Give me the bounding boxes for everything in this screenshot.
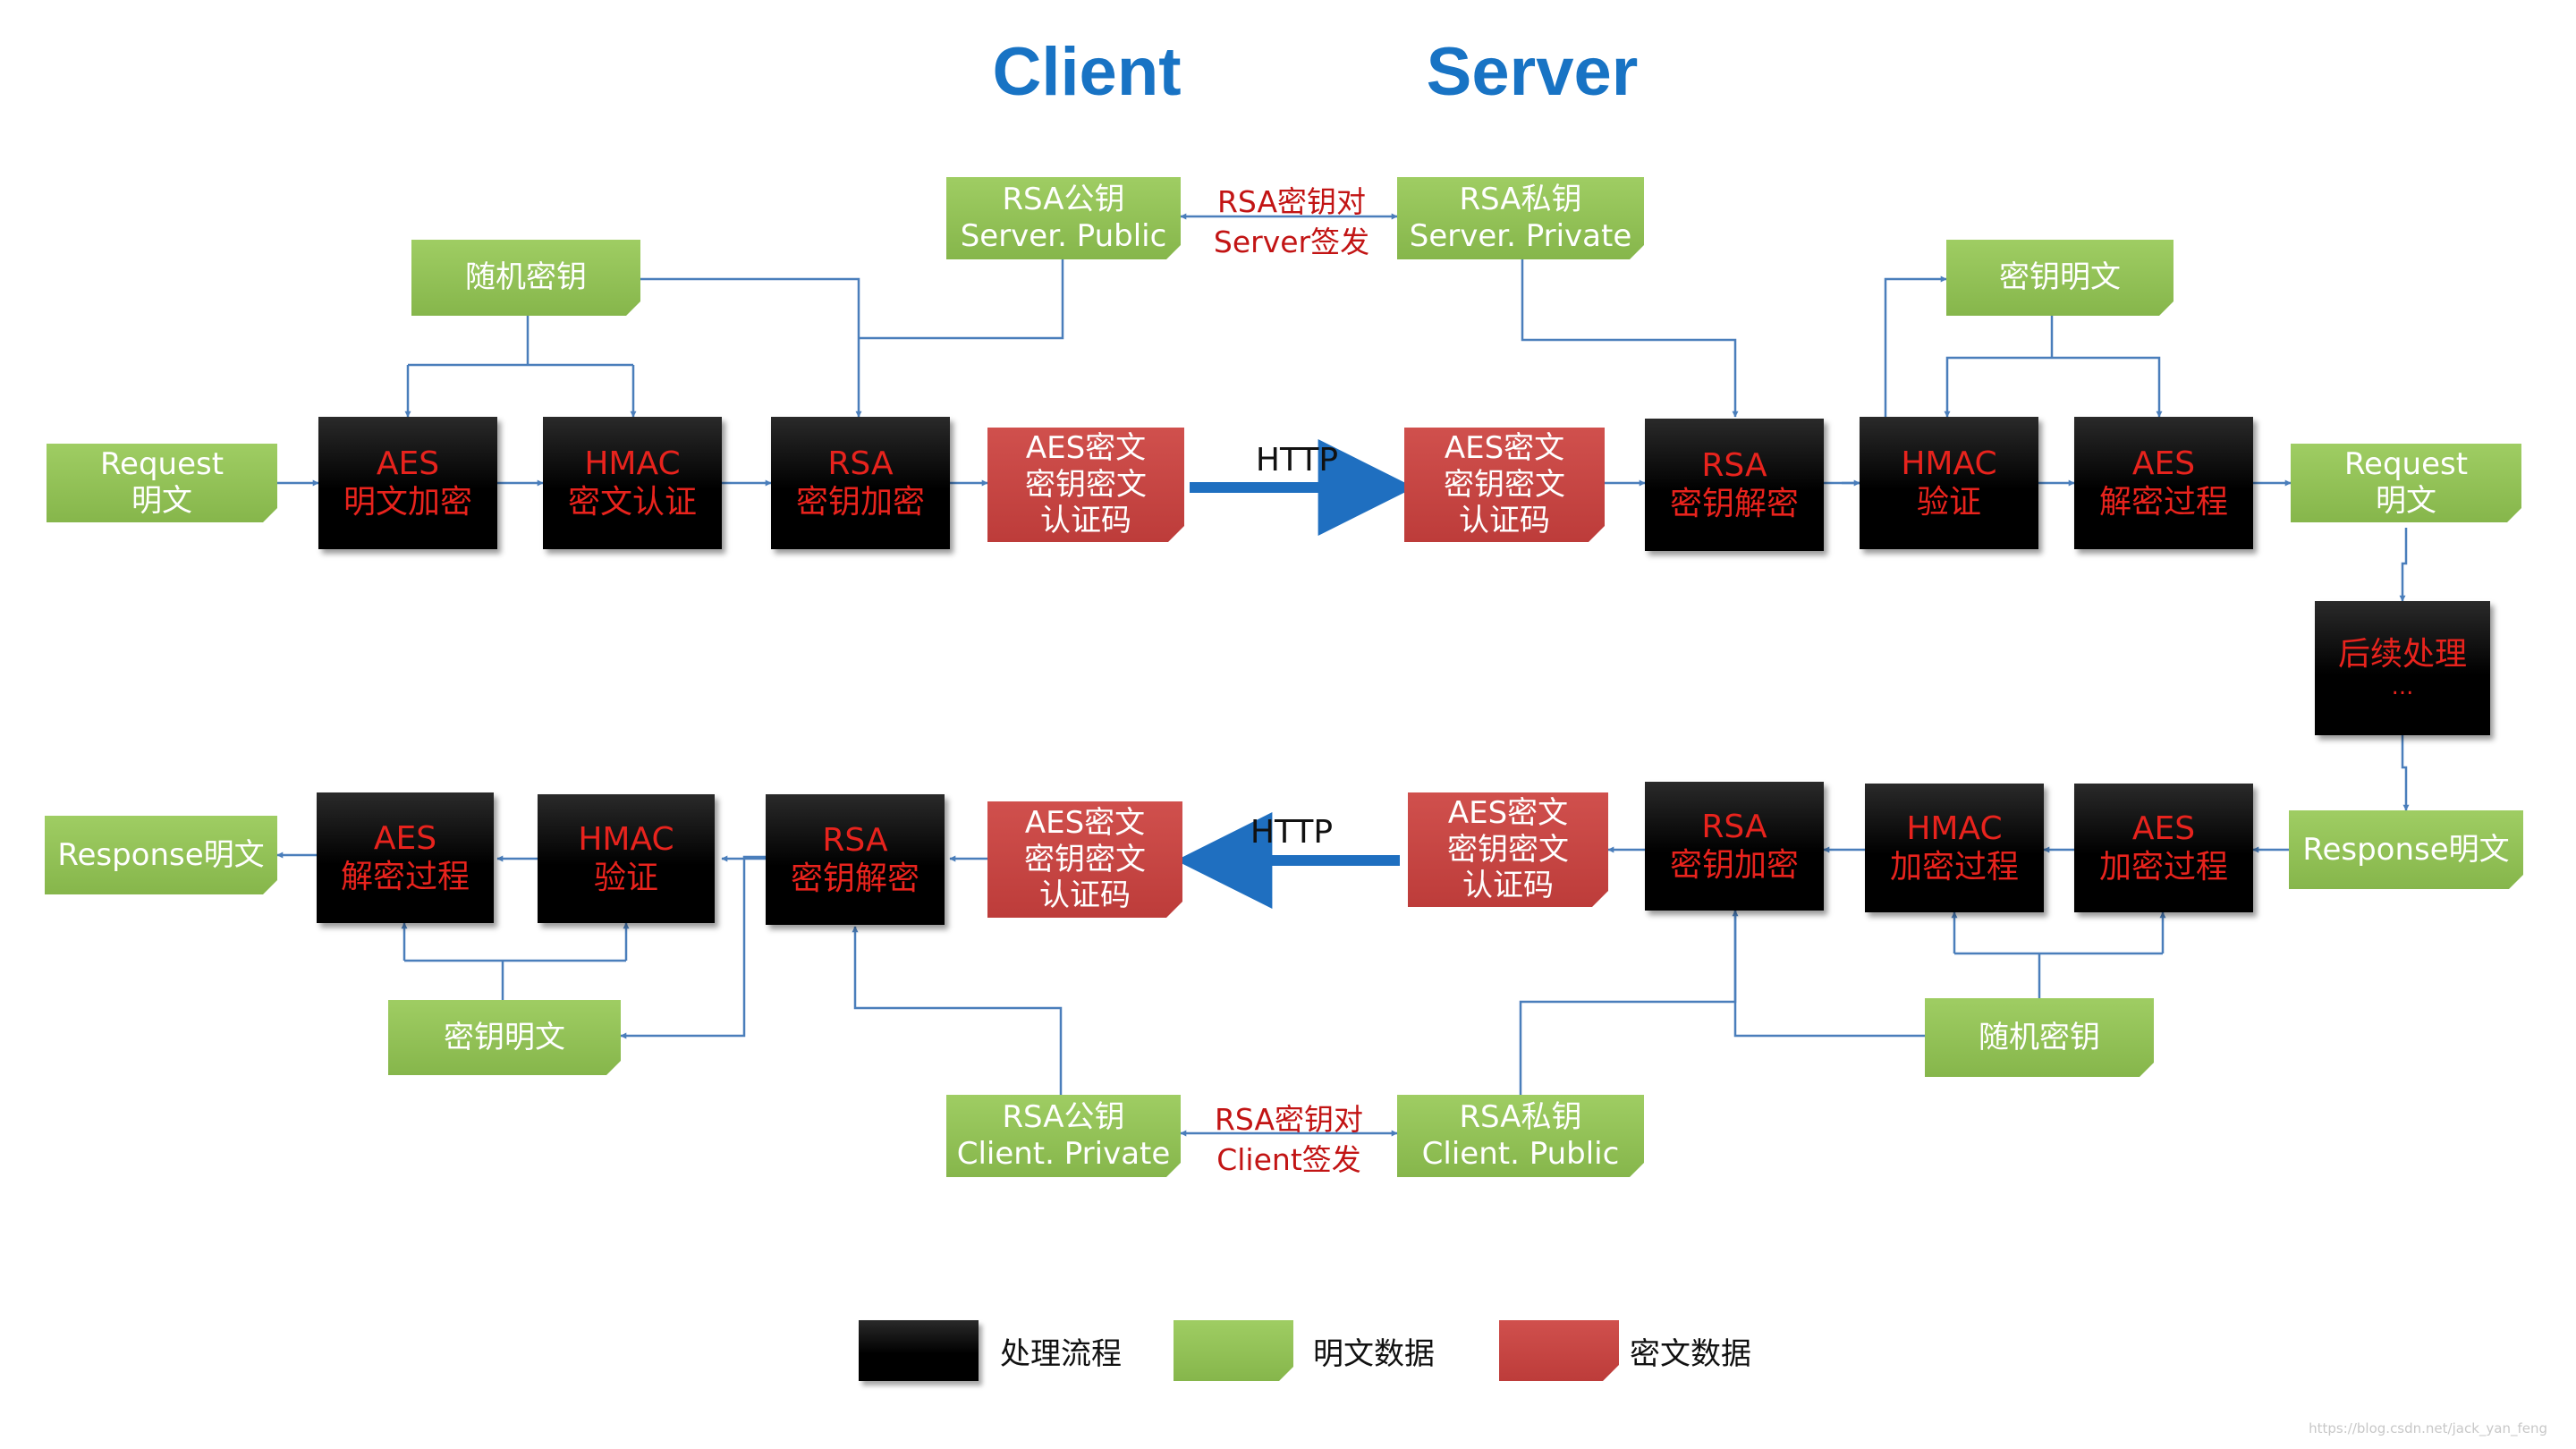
server-heading: Server [1426,33,1639,110]
legend-plain-swatch [1174,1320,1293,1381]
watermark: https://blog.csdn.net/jack_yan_feng [2309,1420,2547,1436]
arrow-key-plain-to-hmac [1944,356,2052,418]
response-plaintext-box: Response明文 [2289,810,2523,889]
line-server-public-to-rsa [859,259,1064,340]
http-label-response: HTTP [1250,814,1334,851]
arrow-client-private-to-rsa-decrypt [852,926,1063,1095]
legend-process-swatch [859,1320,979,1381]
arrow-random-key-to-rsa [640,277,862,418]
arrow-client-public-to-rsa-encrypt [1519,910,1739,1095]
http-label-request: HTTP [1255,442,1339,479]
legend-cipher-label: 密文数据 [1630,1335,1751,1372]
legend-cipher-swatch [1499,1320,1619,1381]
post-process-box: 后续处理... [2315,601,2490,735]
server-key-plaintext-box: 密钥明文 [1946,240,2174,316]
server-random-key-box: 随机密钥 [1925,998,2154,1077]
response-plaintext-out-box: Response明文 [45,816,277,894]
arrow-server-private-to-rsa-decrypt [1521,259,1739,418]
client-heading: Client [992,33,1182,110]
client-response-ciphertext-box: AES密文密钥密文认证码 [987,801,1182,918]
arrow-key-plain-to-aes [2052,356,2163,418]
server-ciphertext-box: AES密文密钥密文认证码 [1404,428,1605,542]
arrow-request-to-post-process [2399,528,2408,602]
client-ciphertext-box: AES密文密钥密文认证码 [987,428,1184,542]
legend-process-label: 处理流程 [1000,1335,1122,1372]
client-random-key-box: 随机密钥 [411,240,640,316]
arrow-post-process-to-response [2401,735,2410,811]
line-random-key-bottom [1733,909,1925,1038]
client-key-plaintext-box: 密钥明文 [388,1000,621,1075]
legend-plain-label: 明文数据 [1313,1335,1435,1372]
server-response-ciphertext-box: AES密文密钥密文认证码 [1408,792,1608,907]
